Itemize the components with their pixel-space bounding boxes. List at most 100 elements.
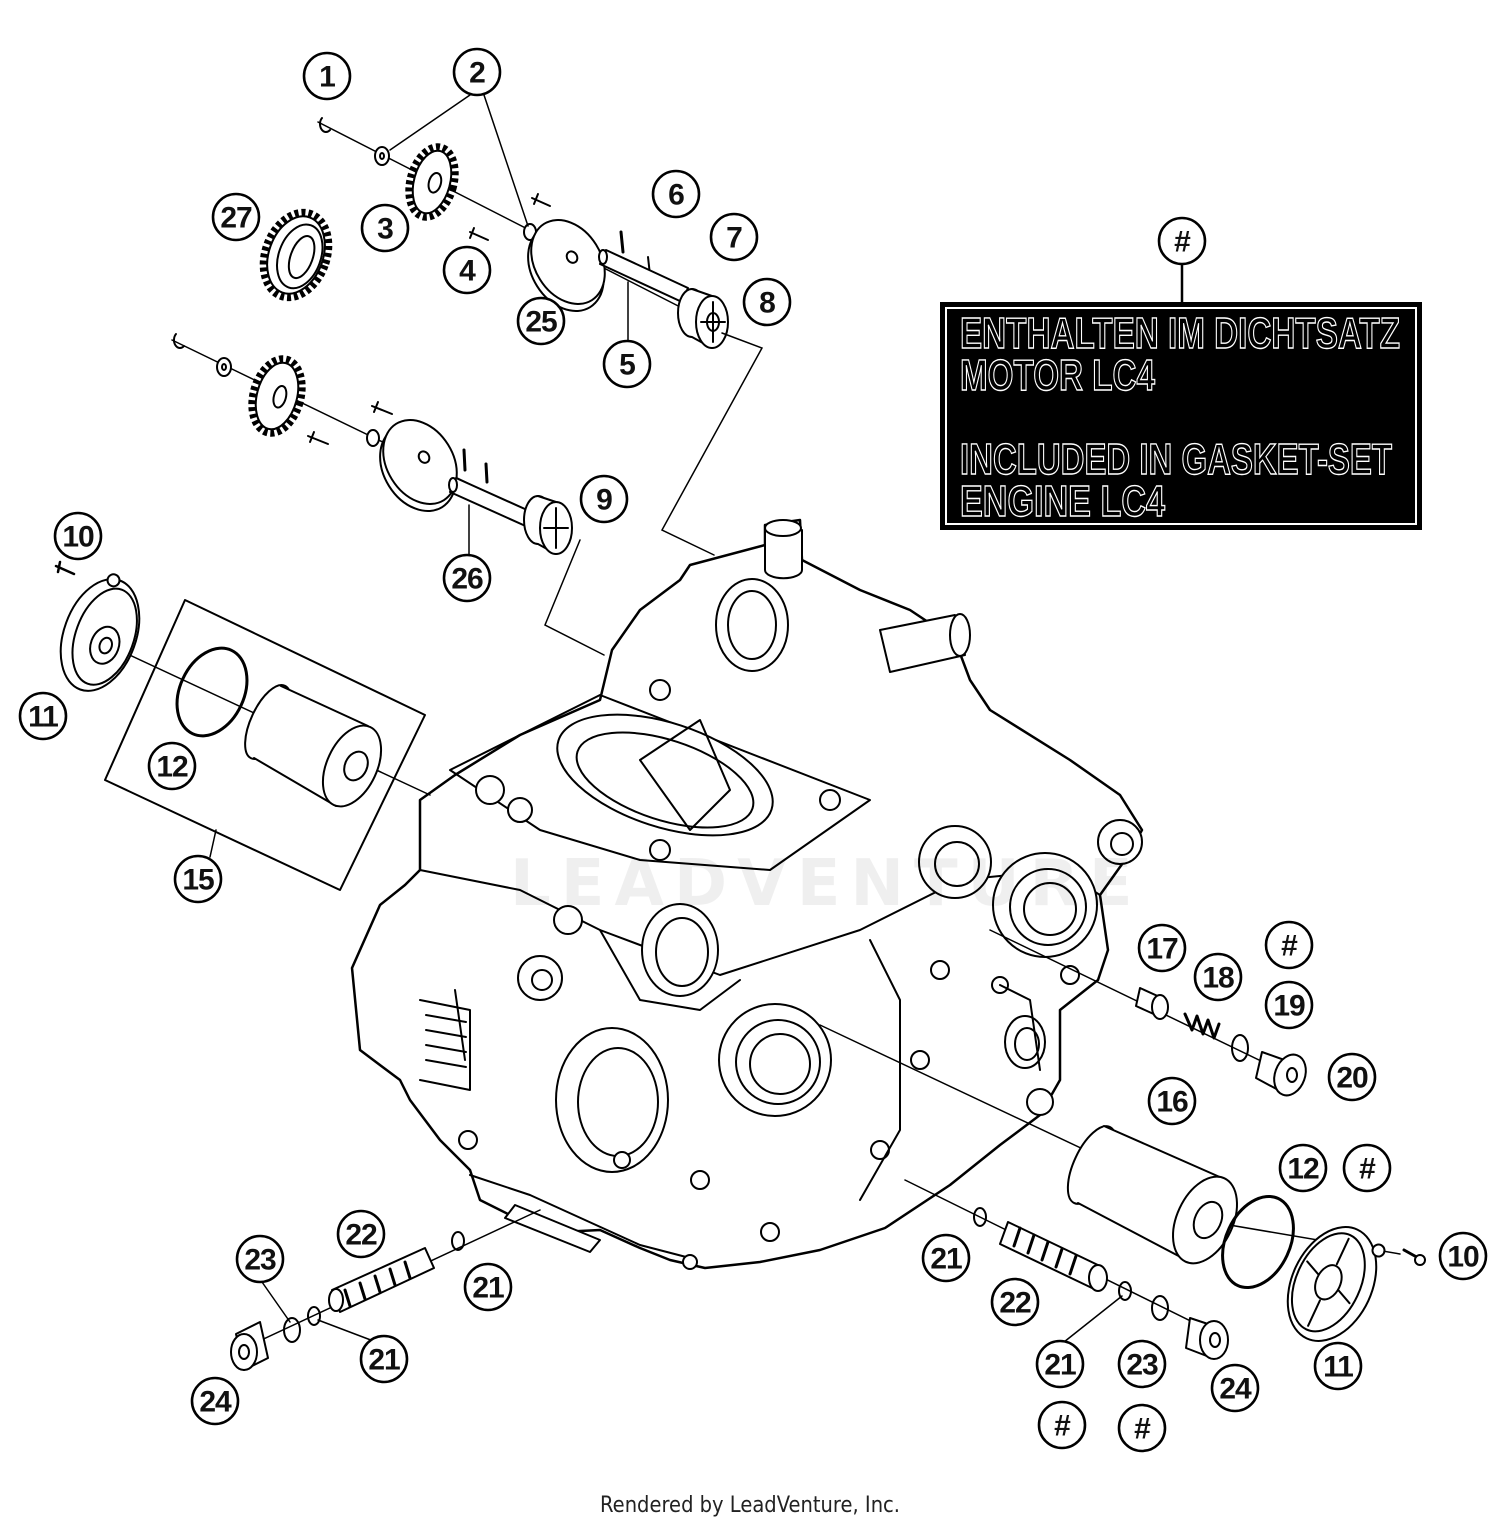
callout-gasket-set: #: [1342, 1143, 1392, 1193]
drain-boss-inner: [1014, 1027, 1040, 1061]
callout-number: 21: [472, 1272, 504, 1305]
case-rib: [859, 939, 901, 1201]
case-bolt: [930, 960, 950, 980]
filter-body-edges: [1077, 1125, 1223, 1263]
deck-bolt-hole: [649, 839, 671, 861]
o-ring: [451, 1231, 465, 1251]
callout-circle: [18, 691, 68, 741]
oil-cap-top: [764, 519, 802, 537]
crankcase: LEADVENTURE: [350, 518, 1144, 1270]
fin: [425, 1044, 467, 1053]
boss: [1026, 1088, 1054, 1116]
bolt: [531, 193, 551, 207]
callout-number: 16: [1156, 1086, 1188, 1119]
pump-cover: [527, 219, 606, 313]
pump-shaft-end: [448, 477, 458, 493]
callout-number: 18: [1202, 962, 1234, 995]
leader-9: [544, 539, 605, 656]
callout-number: #: [1054, 1410, 1071, 1443]
callout-circle: [211, 192, 261, 242]
callout-number: 19: [1273, 990, 1305, 1023]
pump-cover-plate: [382, 419, 458, 505]
callout-number: 23: [244, 1244, 276, 1277]
callout-number: 10: [62, 521, 94, 554]
relief-piston: [1151, 994, 1169, 1020]
fin: [419, 999, 471, 1091]
callout-number: #: [1359, 1153, 1376, 1186]
callout-circle: [235, 1234, 285, 1284]
main-bearing-bore: [718, 1003, 832, 1117]
callout-number: 26: [451, 563, 483, 596]
callout-number: 1: [319, 61, 335, 94]
circlip: [172, 333, 185, 349]
bottom-right-valve-group: [904, 1179, 1229, 1360]
callout-number: #: [1281, 930, 1298, 963]
right-oil-filter-group: [819, 1024, 1426, 1342]
callout-number: 21: [930, 1243, 962, 1276]
callout-number: 22: [999, 1287, 1031, 1320]
leader-21: [317, 1319, 377, 1343]
callout-gasket-set: #: [1157, 216, 1207, 266]
callout-21: 21: [463, 1262, 513, 1312]
boss: [1097, 819, 1143, 865]
callout-3: 3: [360, 203, 410, 253]
callout-20: 20: [1327, 1052, 1377, 1102]
case-bolt: [458, 1130, 478, 1150]
callout-22: 22: [990, 1277, 1040, 1327]
boss: [553, 905, 583, 935]
callout-21: 21: [1035, 1339, 1085, 1389]
legend-box: [940, 302, 1422, 530]
callouts: 1 2 27 3 4 6 7 8 25 5 # 9 26 10 11 12 15…: [18, 47, 1488, 1453]
case-bolt: [690, 1170, 710, 1190]
callout-circle: [1342, 1143, 1392, 1193]
deck-bolt-hole: [819, 789, 841, 811]
leader-16: [819, 1024, 1086, 1151]
pressure-relief-group: [989, 929, 1307, 1097]
callout-16: 16: [1147, 1076, 1197, 1126]
deck-bolt-hole: [507, 797, 533, 823]
callout-number: 4: [459, 255, 476, 288]
callout-number: #: [1134, 1413, 1151, 1446]
callout-number: 22: [345, 1219, 377, 1252]
gear-bore: [287, 235, 316, 280]
callout-23: 23: [1117, 1339, 1167, 1389]
leader-15: [209, 829, 217, 858]
filter-cover-tab: [1371, 1243, 1386, 1258]
sump-plate: [504, 1204, 601, 1253]
callout-number: #: [1174, 226, 1191, 259]
gear-teeth: [259, 208, 333, 302]
bottom-left-valve-group: [230, 1209, 541, 1371]
render-credit: Rendered by LeadVenture, Inc.: [600, 1493, 900, 1518]
callout-number: 23: [1126, 1349, 1158, 1382]
main-bearing-ring: [735, 1019, 821, 1105]
callout-circle: [1117, 1339, 1167, 1389]
fin: [425, 1059, 467, 1068]
callout-circle: [1117, 1403, 1167, 1453]
legend-line-english-1: INCLUDED IN GASKET-SET: [960, 435, 1392, 484]
washer-hole: [379, 152, 385, 160]
o-ring: [307, 1306, 321, 1326]
pump-shaft-end: [598, 249, 608, 265]
callout-24: 24: [1210, 1363, 1260, 1413]
callout-circle: [1313, 1341, 1363, 1391]
screw-plug: [1199, 1320, 1229, 1360]
callout-circle: [1264, 980, 1314, 1030]
callout-number: 15: [182, 864, 214, 897]
filter-cover-hub: [1314, 1264, 1343, 1301]
callout-12: 12: [147, 741, 197, 791]
callout-number: 12: [1287, 1153, 1319, 1186]
callout-21: 21: [359, 1334, 409, 1384]
pump-gear: [405, 143, 459, 221]
callout-circle: [53, 511, 103, 561]
callout-number: 6: [668, 179, 684, 212]
callout-number: 3: [377, 213, 393, 246]
callout-12: 12: [1278, 1143, 1328, 1193]
callout-circle: [1264, 920, 1314, 970]
o-ring: [1151, 1295, 1169, 1321]
callout-gasket-set: #: [1117, 1403, 1167, 1453]
callout-circle: [1438, 1231, 1488, 1281]
left-fins: [419, 989, 471, 1091]
case-bolt: [760, 1222, 780, 1242]
filter-cover-hub: [89, 625, 121, 665]
pump-rotor-lobes: [543, 507, 569, 549]
